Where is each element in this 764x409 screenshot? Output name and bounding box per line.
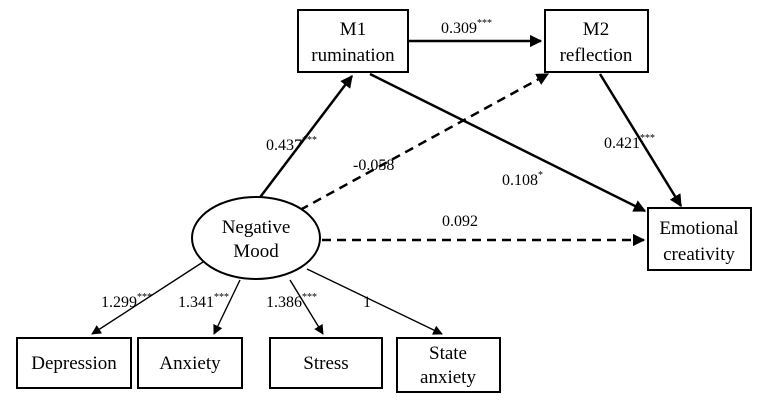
path-negative-mood-to-anxiety xyxy=(213,279,241,335)
path-negative-mood-to-m1 xyxy=(257,75,353,201)
node-emotional-creativity-line2: creativity xyxy=(663,244,735,265)
node-state-anxiety-line2: anxiety xyxy=(420,367,476,388)
coef-negative-mood-to-emotional-creativity: 0.092 xyxy=(442,213,478,230)
node-negative-mood-line2: Mood xyxy=(233,241,279,262)
coef-m2-to-emotional-creativity: 0.421*** xyxy=(604,133,655,152)
coef-m1-to-emotional-creativity: 0.108* xyxy=(502,170,543,189)
path-negative-mood-to-m2 xyxy=(299,72,550,212)
node-state-anxiety: State anxiety xyxy=(396,337,501,393)
coef-negative-mood-to-m1: 0.437*** xyxy=(266,135,317,154)
path-negative-mood-to-state-anxiety xyxy=(306,268,443,335)
coef-negative-mood-to-state-anxiety: 1 xyxy=(363,294,371,311)
coef-negative-mood-to-m2: -0.058 xyxy=(353,157,394,174)
coef-m1-to-m2: 0.309*** xyxy=(441,18,492,37)
coef-negative-mood-to-stress: 1.386*** xyxy=(266,292,317,311)
path-m1-to-emotional-creativity xyxy=(369,72,647,213)
path-negative-mood-to-stress xyxy=(289,279,324,335)
node-depression: Depression xyxy=(16,337,132,389)
node-m1-rumination: M1 rumination xyxy=(297,9,409,73)
node-anxiety-label: Anxiety xyxy=(159,353,221,374)
node-m2-reflection: M2 reflection xyxy=(544,9,649,73)
coef-negative-mood-to-anxiety: 1.341*** xyxy=(178,292,229,311)
node-state-anxiety-line1: State xyxy=(429,343,467,364)
path-negative-mood-to-depression xyxy=(91,261,204,335)
node-m1-line2: rumination xyxy=(311,45,395,66)
node-depression-label: Depression xyxy=(31,353,117,374)
node-m1-line1: M1 xyxy=(340,19,366,40)
node-negative-mood: Negative Mood xyxy=(191,196,321,280)
node-m2-line2: reflection xyxy=(560,45,633,66)
node-stress-label: Stress xyxy=(303,353,348,374)
node-stress: Stress xyxy=(269,337,383,389)
node-negative-mood-line1: Negative xyxy=(222,217,291,238)
node-anxiety: Anxiety xyxy=(137,337,243,389)
node-emotional-creativity: Emotional creativity xyxy=(647,207,752,271)
path-m2-to-emotional-creativity xyxy=(598,73,683,208)
coef-negative-mood-to-depression: 1.299*** xyxy=(101,292,152,311)
node-m2-line1: M2 xyxy=(583,19,609,40)
node-emotional-creativity-line1: Emotional xyxy=(659,218,738,239)
